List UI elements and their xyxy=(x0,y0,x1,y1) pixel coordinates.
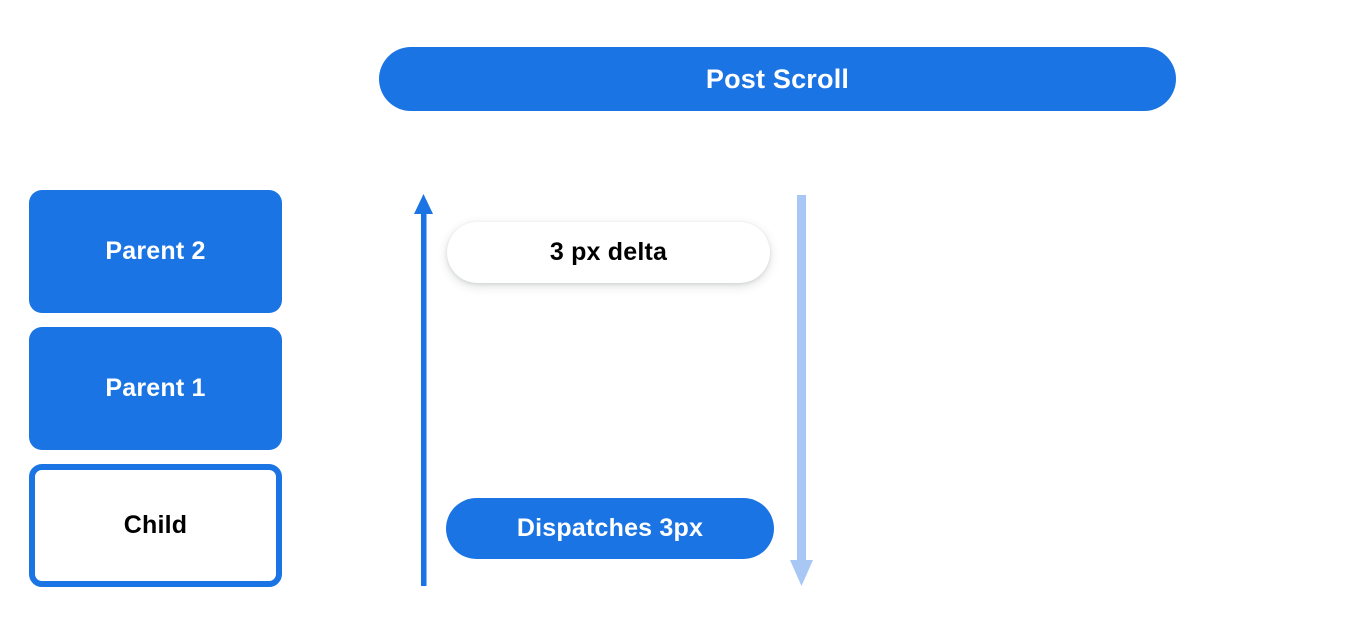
post-scroll-banner: Post Scroll xyxy=(379,47,1176,111)
view-hierarchy-stack: Parent 2 Parent 1 Child xyxy=(29,190,282,587)
dispatch-pill: Dispatches 3px xyxy=(446,498,774,559)
box-child: Child xyxy=(29,464,282,587)
scroll-down-arrow xyxy=(784,192,816,593)
stack-gap-2 xyxy=(29,450,282,464)
post-scroll-banner-label: Post Scroll xyxy=(705,63,850,94)
box-parent-1-label: Parent 1 xyxy=(105,374,206,402)
box-parent-1: Parent 1 xyxy=(29,327,282,450)
stack-gap-1 xyxy=(29,313,282,327)
dispatch-pill-label: Dispatches 3px xyxy=(516,514,704,542)
box-parent-2-label: Parent 2 xyxy=(105,237,206,265)
delta-pill: 3 px delta xyxy=(447,222,770,283)
box-parent-2: Parent 2 xyxy=(29,190,282,313)
box-child-label: Child xyxy=(123,511,188,539)
scroll-up-arrow xyxy=(410,192,438,593)
delta-pill-label: 3 px delta xyxy=(549,238,668,266)
